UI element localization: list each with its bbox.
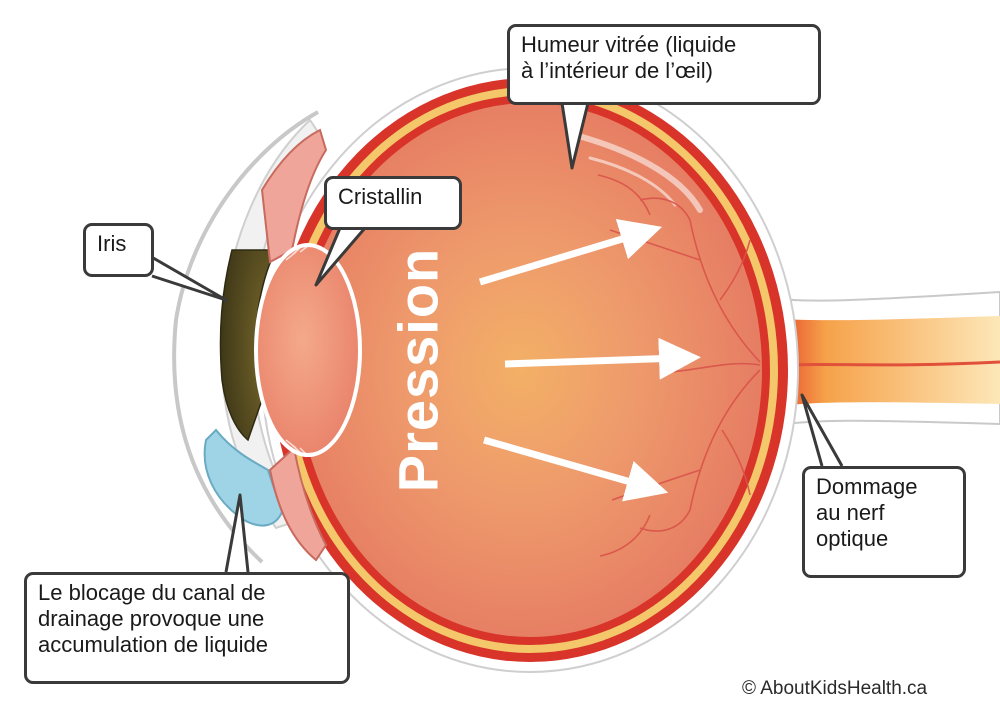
label-iris: Iris <box>83 223 154 277</box>
pointer-cristallin <box>314 227 367 287</box>
label-blocage-line-1: Le blocage du canal de <box>38 580 266 605</box>
ciliary-upper <box>260 128 328 264</box>
optic-nerve <box>764 290 1000 430</box>
label-iris-text: Iris <box>97 231 127 256</box>
vitreous-highlights <box>572 132 703 213</box>
callout-pointers <box>147 102 844 573</box>
pointer-iris <box>147 253 228 302</box>
label-dommage-line-2: au nerf <box>816 500 885 525</box>
pression-label: Pression <box>386 247 450 493</box>
label-humeur-line-1: Humeur vitrée (liquide <box>521 32 737 57</box>
drainage-canal <box>203 428 284 527</box>
pointer-humeur <box>560 102 590 170</box>
pressure-arrow-lower <box>483 436 669 502</box>
iris-shape <box>219 249 278 442</box>
pressure-arrow-upper <box>478 218 663 286</box>
label-blocage-drainage: Le blocage du canal de drainage provoque… <box>24 572 350 684</box>
label-dommage-nerf: Dommage au nerf optique <box>802 466 966 578</box>
pressure-arrows <box>478 218 701 502</box>
ciliary-lower <box>268 446 328 562</box>
label-humeur-line-2: à l’intérieur de l’œil) <box>521 58 713 83</box>
zonules-upper <box>285 245 309 261</box>
label-dommage-line-3: optique <box>816 526 889 551</box>
anterior-segment <box>203 118 362 562</box>
lens <box>254 243 362 457</box>
label-blocage-line-2: drainage provoque une <box>38 606 265 631</box>
label-cristallin-text: Cristallin <box>338 184 423 209</box>
zonules-lower <box>285 439 309 457</box>
pointer-dommage <box>800 393 844 467</box>
label-dommage-line-1: Dommage <box>816 474 918 499</box>
label-blocage-line-3: accumulation de liquide <box>38 632 268 657</box>
label-cristallin: Cristallin <box>324 176 462 230</box>
copyright: © AboutKidsHealth.ca <box>742 678 928 699</box>
pressure-arrow-middle <box>504 337 701 380</box>
retina-vessels <box>597 174 761 557</box>
pointer-blocage <box>224 493 250 573</box>
label-humeur-vitree: Humeur vitrée (liquide à l’intérieur de … <box>507 24 821 105</box>
conjunctiva <box>172 110 319 564</box>
